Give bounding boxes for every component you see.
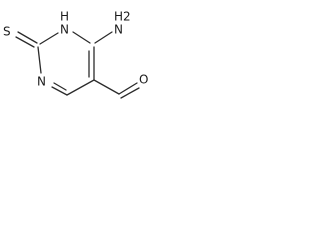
atom-aldehyde-o: O — [139, 73, 148, 87]
bond-c5-c4 — [66, 79, 95, 96]
atom-amino-n: N — [114, 23, 123, 37]
bond-n1-c6 — [72, 31, 91, 44]
bond-c-o-1 — [118, 82, 138, 95]
bond-c6-nh2 — [94, 31, 113, 44]
bond-c5-cho — [93, 79, 120, 95]
atom-ring-n1-hydrogen: H — [60, 10, 69, 24]
bond-c2-n1 — [39, 32, 59, 45]
molecule-structure: S N H N N H2 O — [3, 10, 148, 99]
bonds — [15, 31, 140, 99]
bond-c2-s-1 — [17, 31, 38, 44]
bond-c4-n3-inner — [53, 82, 67, 91]
atom-ring-n1: N — [60, 23, 69, 37]
atom-amino-h2: H2 — [114, 10, 131, 24]
bond-c4-n3 — [51, 86, 68, 96]
bond-c-o-2 — [120, 87, 140, 99]
atom-ring-n3: N — [37, 75, 46, 89]
atom-sulfur: S — [3, 25, 11, 39]
bond-c2-s-2 — [15, 36, 35, 48]
bond-n3-c2 — [37, 46, 42, 74]
